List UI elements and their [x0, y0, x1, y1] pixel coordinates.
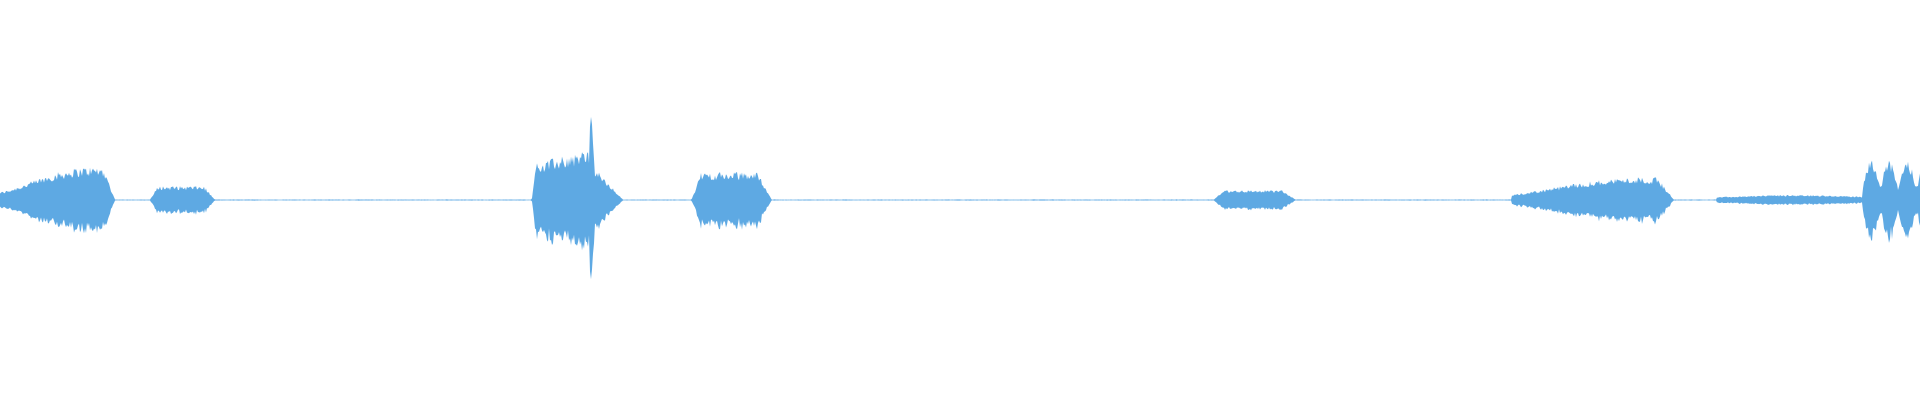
waveform-path	[0, 116, 1920, 280]
